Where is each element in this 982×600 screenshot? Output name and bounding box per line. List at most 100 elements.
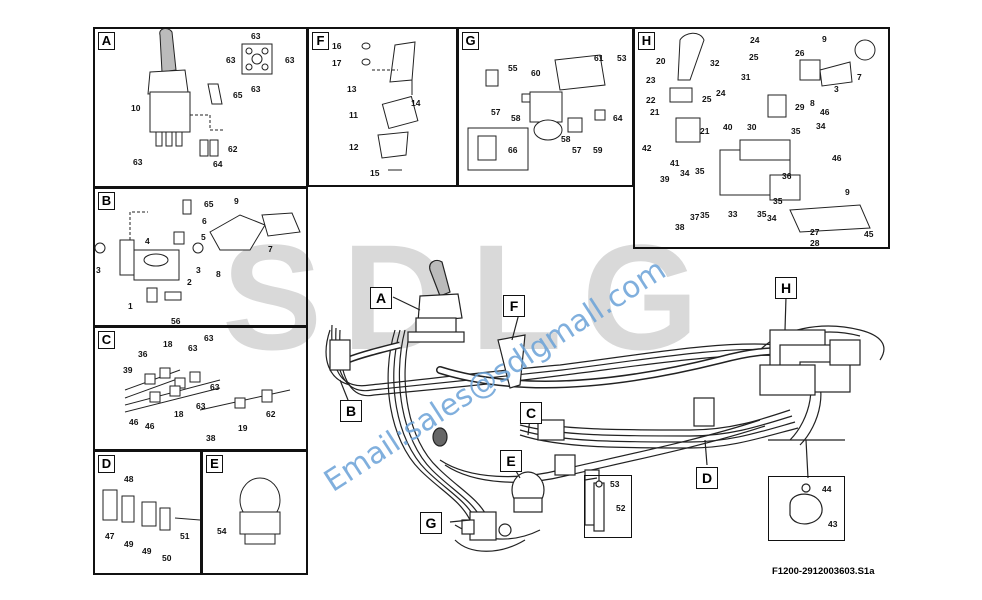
part-number: 16 [332, 41, 342, 51]
part-number: 55 [508, 63, 518, 73]
part-number: 29 [795, 102, 805, 112]
part-number: 44 [822, 484, 832, 494]
part-number: 43 [828, 519, 838, 529]
part-number: 33 [728, 209, 738, 219]
part-number: 24 [750, 35, 760, 45]
part-number: 8 [216, 269, 221, 279]
part-number: 46 [832, 153, 842, 163]
part-number: 7 [857, 72, 862, 82]
part-number: 60 [531, 68, 541, 78]
part-number: 35 [757, 209, 767, 219]
part-number: 39 [660, 174, 670, 184]
detail-box-clamp [768, 476, 845, 541]
part-number: 63 [226, 55, 236, 65]
part-number: 40 [723, 122, 733, 132]
detail-box-d: D [93, 450, 202, 575]
part-number: 19 [238, 423, 248, 433]
callout-e: E [500, 450, 522, 472]
part-number: 57 [572, 145, 582, 155]
part-number: 58 [511, 113, 521, 123]
part-number: 14 [411, 98, 421, 108]
part-number: 35 [700, 210, 710, 220]
detail-box-f: F [307, 27, 458, 187]
part-number: 11 [349, 110, 358, 120]
part-number: 46 [129, 417, 139, 427]
part-number: 39 [123, 365, 133, 375]
part-number: 26 [795, 48, 805, 58]
part-number: 66 [508, 145, 518, 155]
callout-d: D [696, 467, 718, 489]
part-number: 9 [822, 34, 827, 44]
callout-h: H [775, 277, 797, 299]
part-number: 63 [251, 84, 261, 94]
part-number: 38 [675, 222, 685, 232]
part-number: 63 [251, 31, 261, 41]
part-number: 62 [228, 144, 238, 154]
part-number: 31 [741, 72, 751, 82]
part-number: 21 [650, 107, 660, 117]
box-label-g: G [462, 32, 479, 50]
part-number: 15 [370, 168, 380, 178]
part-number: 64 [613, 113, 623, 123]
part-number: 35 [695, 166, 705, 176]
part-number: 35 [773, 196, 783, 206]
part-number: 3 [96, 265, 101, 275]
part-number: 25 [702, 94, 712, 104]
part-number: 51 [180, 531, 190, 541]
part-number: 48 [124, 474, 134, 484]
part-number: 7 [268, 244, 273, 254]
part-number: 63 [204, 333, 214, 343]
callout-f: F [503, 295, 525, 317]
part-number: 12 [349, 142, 359, 152]
part-number: 56 [171, 316, 181, 326]
part-number: 23 [646, 75, 656, 85]
part-number: 42 [642, 143, 652, 153]
part-number: 21 [700, 126, 710, 136]
part-number: 10 [131, 103, 141, 113]
part-number: 46 [820, 107, 830, 117]
part-number: 24 [716, 88, 726, 98]
part-number: 49 [124, 539, 134, 549]
part-number: 5 [201, 232, 206, 242]
part-number: 22 [646, 95, 656, 105]
part-number: 64 [213, 159, 223, 169]
part-number: 34 [816, 121, 826, 131]
part-number: 9 [845, 187, 850, 197]
box-label-h: H [638, 32, 655, 50]
detail-box-a: A [93, 27, 308, 188]
box-label-e: E [206, 455, 223, 473]
part-number: 59 [593, 145, 603, 155]
detail-box-e: E [201, 450, 308, 575]
callout-g: G [420, 512, 442, 534]
part-number: 17 [332, 58, 342, 68]
part-number: 46 [145, 421, 155, 431]
detail-box-c: C [93, 326, 308, 451]
part-number: 62 [266, 409, 276, 419]
part-number: 27 [810, 227, 820, 237]
part-number: 50 [162, 553, 172, 563]
part-number: 18 [163, 339, 173, 349]
part-number: 18 [174, 409, 184, 419]
box-label-d: D [98, 455, 115, 473]
part-number: 53 [610, 479, 620, 489]
part-number: 30 [747, 122, 757, 132]
part-number: 25 [749, 52, 759, 62]
callout-b: B [340, 400, 362, 422]
part-number: 58 [561, 134, 571, 144]
part-number: 38 [206, 433, 216, 443]
part-number: 65 [233, 90, 243, 100]
part-number: 3 [834, 84, 839, 94]
part-number: 1 [128, 301, 133, 311]
callout-a: A [370, 287, 392, 309]
part-number: 63 [285, 55, 295, 65]
part-number: 2 [187, 277, 192, 287]
part-number: 36 [782, 171, 792, 181]
part-number: 37 [690, 212, 700, 222]
part-number: 32 [710, 58, 720, 68]
part-number: 53 [617, 53, 627, 63]
part-number: 61 [594, 53, 604, 63]
part-number: 49 [142, 546, 152, 556]
box-label-c: C [98, 331, 115, 349]
